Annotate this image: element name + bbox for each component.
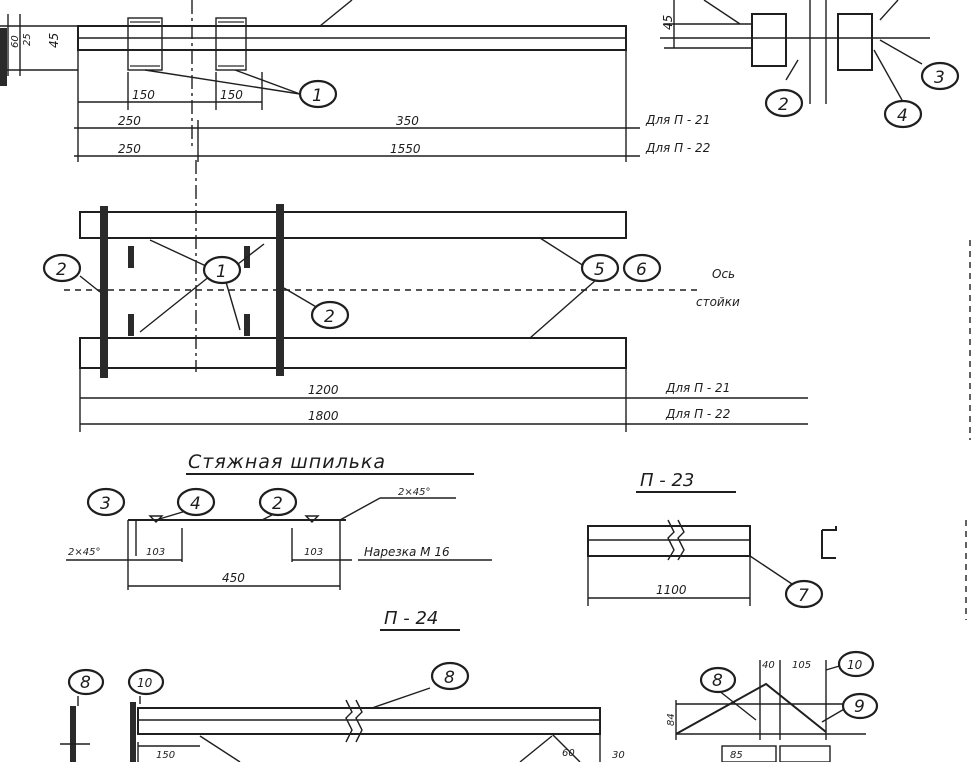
callout-9-right: 9	[841, 692, 879, 720]
callout-2-mid: 2	[310, 300, 350, 330]
callout-4-stud: 4	[176, 487, 216, 517]
label-for-p21-top: Для П - 21	[645, 113, 710, 127]
dim-450: 450	[222, 571, 245, 585]
callout-3-topright: 3	[920, 61, 960, 91]
dim-60-top: 60	[10, 35, 21, 48]
label-for-p21-mid: Для П - 21	[665, 381, 730, 395]
dim-30: 30	[612, 750, 625, 761]
dim-85: 85	[730, 750, 743, 761]
callout-5: 5	[580, 253, 620, 283]
svg-text:2: 2	[56, 260, 67, 280]
svg-text:4: 4	[190, 494, 201, 514]
label-thread: Нарезка М 16	[364, 545, 450, 559]
dim-chamfer-left: 2×45°	[68, 547, 100, 558]
dim-1800: 1800	[308, 409, 339, 423]
top-right-section	[660, 0, 930, 104]
dim-40: 40	[762, 660, 775, 671]
callout-1-mid: 1	[202, 255, 242, 285]
svg-text:4: 4	[897, 106, 908, 126]
svg-text:1: 1	[312, 86, 323, 106]
callout-8-mid: 8	[430, 661, 470, 691]
dim-103-a: 103	[146, 547, 165, 558]
callout-2-stud: 2	[258, 487, 298, 517]
dim-1100: 1100	[656, 583, 687, 597]
p23-title: П - 23	[640, 470, 694, 491]
dim-250-a: 250	[118, 114, 141, 128]
svg-text:10: 10	[137, 676, 153, 690]
callout-2-topright: 2	[764, 88, 804, 118]
dim-150-a: 150	[132, 88, 155, 102]
label-for-p22-mid: Для П - 22	[665, 407, 730, 421]
dim-chamfer-right: 2×45°	[398, 487, 430, 498]
callout-8-left: 8	[67, 668, 105, 696]
callout-6: 6	[622, 253, 662, 283]
svg-text:7: 7	[798, 586, 809, 606]
dim-1550: 1550	[390, 142, 421, 156]
dim-45-right: 45	[661, 15, 675, 30]
right-edge-marks	[965, 240, 971, 620]
svg-text:10: 10	[847, 658, 863, 672]
callout-4-topright: 4	[883, 99, 923, 129]
dim-1200: 1200	[308, 383, 339, 397]
callout-10-left: 10	[127, 668, 165, 696]
svg-text:8: 8	[712, 671, 723, 691]
callout-7: 7	[784, 579, 824, 609]
svg-text:2: 2	[324, 307, 335, 327]
dim-350: 350	[396, 114, 419, 128]
svg-text:2: 2	[778, 95, 789, 115]
dim-103-b: 103	[304, 547, 323, 558]
svg-text:3: 3	[934, 68, 945, 88]
p24-title: П - 24	[384, 608, 438, 629]
callout-10-right: 10	[837, 650, 875, 678]
dim-25-top: 25	[22, 33, 33, 46]
dim-250-b: 250	[118, 142, 141, 156]
callout-8-right: 8	[699, 666, 737, 694]
top-beam-view	[0, 0, 640, 162]
p23-drawing	[587, 519, 837, 606]
callout-2-left: 2	[42, 253, 82, 283]
label-axis-2: стойки	[696, 295, 740, 309]
svg-text:1: 1	[216, 262, 227, 282]
svg-text:2: 2	[272, 494, 283, 514]
p24-section	[675, 660, 866, 762]
p24-drawing	[60, 687, 601, 762]
svg-text:8: 8	[80, 673, 91, 693]
svg-text:8: 8	[444, 668, 455, 688]
svg-text:6: 6	[636, 260, 647, 280]
plan-view	[64, 160, 808, 432]
label-axis-1: Ось	[712, 267, 735, 281]
stud-drawing	[66, 497, 456, 590]
dim-45-top: 45	[47, 33, 61, 48]
label-for-p22-top: Для П - 22	[645, 141, 710, 155]
callout-3-stud: 3	[86, 487, 126, 517]
stud-title: Стяжная шпилька	[188, 451, 386, 473]
dim-84: 84	[666, 713, 677, 726]
dim-150-c: 150	[156, 750, 175, 761]
dim-60: 60	[562, 748, 575, 759]
svg-text:3: 3	[100, 494, 111, 514]
dim-105: 105	[792, 660, 811, 671]
svg-text:9: 9	[854, 697, 865, 717]
svg-text:5: 5	[594, 260, 605, 280]
dim-150-b: 150	[220, 88, 243, 102]
callout-1-top: 1	[298, 79, 338, 109]
